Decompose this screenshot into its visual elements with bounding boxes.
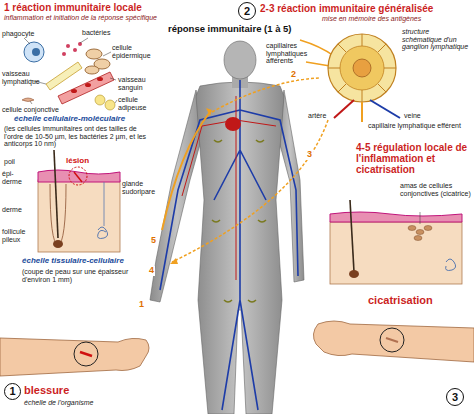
part-label: lésion bbox=[66, 157, 89, 166]
scale-label: échelle tissulaire-cellulaire bbox=[22, 257, 124, 266]
part-label: phagocyte bbox=[2, 30, 34, 38]
part-label: follicule pileux bbox=[2, 228, 36, 243]
human-body bbox=[150, 41, 328, 414]
part-label: capillaire lymphatique efférent bbox=[368, 122, 468, 130]
callout-circle: 2 bbox=[238, 2, 256, 20]
part-label: amas de cellules conjonctives (cicatrice… bbox=[400, 182, 472, 197]
part-label: capillaires lymphatiques afférents bbox=[266, 42, 324, 65]
part-label: bactéries bbox=[82, 29, 110, 37]
section-title: réponse immunitaire (1 à 5) bbox=[166, 24, 294, 34]
callout-number: 1 bbox=[138, 300, 145, 310]
cell-scene bbox=[22, 38, 117, 110]
section-title: 4-5 régulation locale de l'inflammation … bbox=[356, 142, 472, 175]
scale-label: échelle de l'organisme bbox=[24, 399, 93, 407]
part-label: derme bbox=[2, 206, 22, 214]
scale-label: échelle cellulaire-moléculaire bbox=[14, 115, 125, 124]
note: (coupe de peau sur une épaisseur d'envir… bbox=[22, 268, 142, 283]
part-label: poil bbox=[4, 158, 15, 166]
part-label: veine bbox=[404, 112, 421, 120]
callout-number: 3 bbox=[306, 150, 313, 160]
arm-scar bbox=[313, 321, 474, 362]
section-title: 1 réaction immunitaire locale bbox=[4, 2, 142, 13]
section-title: cicatrisation bbox=[368, 294, 433, 306]
callout-number: 4 bbox=[148, 266, 155, 276]
part-label: vaisseau lymphatique bbox=[2, 70, 46, 85]
part-label: cellule épidermique bbox=[112, 44, 156, 59]
section-subtitle: inflammation et initiation de la réponse… bbox=[4, 14, 157, 22]
callout-circle: 1 bbox=[4, 383, 21, 400]
section-title: 2-3 réaction immunitaire généralisée bbox=[260, 3, 433, 14]
part-label: épi-derme bbox=[2, 170, 28, 185]
note: (les cellules immunitaires ont des taill… bbox=[4, 125, 154, 148]
skin-section bbox=[38, 150, 120, 252]
part-label: artère bbox=[308, 112, 326, 120]
part-label: cellule adipeuse bbox=[118, 96, 158, 111]
part-label: cellule conjonctive bbox=[2, 106, 59, 114]
arm-wound bbox=[0, 338, 149, 376]
lymph-node bbox=[300, 34, 400, 122]
callout-number: 5 bbox=[150, 236, 157, 246]
scar-section bbox=[330, 200, 462, 284]
section-title: blessure bbox=[24, 384, 69, 396]
callout-circle: 3 bbox=[446, 388, 464, 406]
part-label: vaisseau sanguin bbox=[118, 76, 158, 91]
part-label: structure schématique d'un ganglion lymp… bbox=[402, 28, 470, 51]
part-label: glande sudoripare bbox=[122, 180, 158, 195]
callout-number: 1 bbox=[9, 386, 15, 397]
callout-number: 2 bbox=[290, 70, 297, 80]
callout-number: 2 bbox=[244, 6, 250, 17]
section-subtitle: mise en mémoire des antigènes bbox=[322, 15, 421, 23]
callout-number: 3 bbox=[452, 392, 458, 403]
